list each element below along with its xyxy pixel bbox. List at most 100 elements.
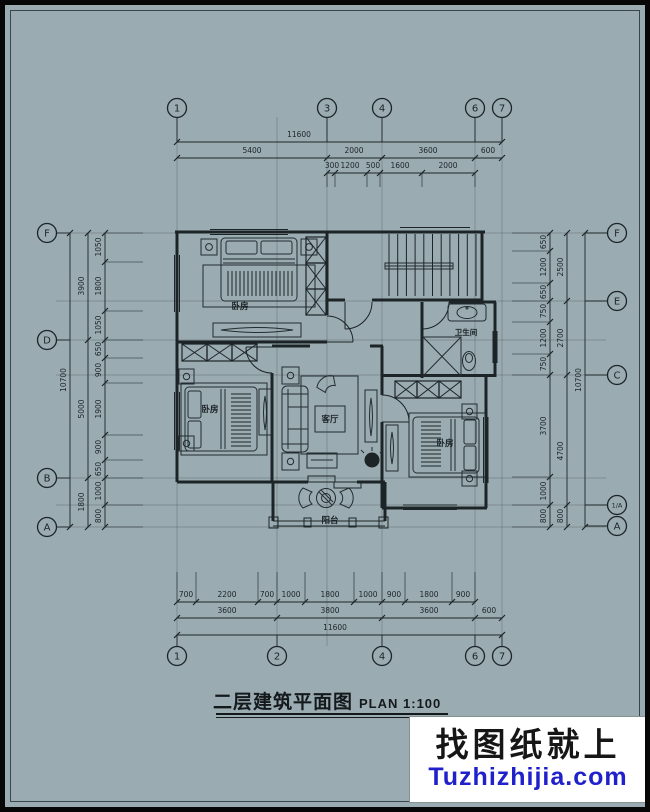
dim-text: 1200 — [539, 257, 548, 276]
window-left-bedroom1 — [174, 255, 180, 312]
grid-bubble-label: F — [44, 229, 50, 240]
closet-cross — [305, 288, 327, 316]
sofa — [281, 385, 309, 453]
dim-tick — [498, 614, 506, 622]
dim-text: 600 — [481, 146, 496, 155]
sink-counter — [447, 303, 487, 322]
window-bathroom — [492, 331, 498, 363]
grid-bubble — [464, 645, 486, 667]
dim-text: 900 — [387, 590, 402, 599]
balcony-chair — [339, 487, 354, 509]
window-top-stair — [400, 227, 470, 232]
dim-tick — [173, 614, 181, 622]
grid-bubble-label: 4 — [379, 652, 385, 663]
grid-bubble — [36, 329, 58, 351]
grid-bubble — [371, 97, 393, 119]
closet-cross — [438, 380, 462, 399]
grid-bubble-label: 6 — [472, 652, 478, 663]
grid-bubble — [606, 515, 628, 537]
grid-bubble — [606, 222, 628, 244]
windows-and-doors — [174, 227, 498, 529]
window-top-bedroom1 — [210, 229, 288, 235]
grid-bubble-label: A — [614, 522, 621, 533]
sliding-door-panel — [333, 481, 362, 489]
dim-text: 2700 — [556, 328, 565, 347]
dim-text: 900 — [456, 590, 471, 599]
title-underline — [216, 713, 448, 715]
dim-tick — [563, 523, 571, 531]
closet-cross — [394, 380, 418, 399]
walls — [175, 230, 497, 521]
grid-bubble — [464, 97, 486, 119]
dim-text: 1800 — [320, 590, 339, 599]
dim-text: 10700 — [574, 368, 583, 392]
dim-text: 650 — [539, 235, 548, 250]
dim-text: 800 — [556, 509, 565, 524]
dim-text: 500 — [366, 161, 381, 170]
dim-tick — [378, 614, 386, 622]
window-bottom-bedroom3 — [403, 504, 457, 510]
dim-text: 1200 — [340, 161, 359, 170]
dim-text: 3900 — [77, 276, 86, 295]
dim-text: 1050 — [94, 315, 103, 334]
balcony-table — [316, 488, 336, 508]
floor-plan-drawing: 1160054002000360060030012005001600200070… — [36, 97, 628, 667]
sliding-door-panel — [307, 475, 336, 483]
tv-cabinet-bedroom2 — [258, 388, 272, 436]
bed-double-bedroom2 — [180, 382, 268, 456]
dim-text: 3600 — [217, 606, 236, 615]
grid-bubble — [316, 97, 338, 119]
dim-text: 900 — [94, 363, 103, 378]
dim-tick — [273, 614, 281, 622]
dim-text: 11600 — [287, 130, 311, 139]
watermark-site-link[interactable]: Tuzhizhijia.com — [428, 763, 628, 792]
nightstand — [178, 368, 195, 452]
dim-text: 10700 — [59, 368, 68, 392]
tv-cabinet-bedroom1 — [212, 322, 302, 338]
dim-tick — [84, 523, 92, 531]
dim-text: 4700 — [556, 441, 565, 460]
dim-text: 2500 — [556, 257, 565, 276]
dim-text: 1800 — [77, 492, 86, 511]
dim-tick — [378, 154, 386, 162]
grid-bubble — [166, 645, 188, 667]
grid-bubble-label: 1 — [174, 652, 180, 663]
dim-tick — [471, 154, 479, 162]
door-bathroom — [421, 301, 450, 330]
dim-tick — [471, 614, 479, 622]
dim-text: 3700 — [539, 416, 548, 435]
closet-cross — [305, 236, 327, 264]
closet-cross — [206, 343, 233, 362]
grid-bubble — [371, 645, 393, 667]
closet-cell — [438, 380, 462, 399]
dim-tick — [563, 297, 571, 305]
dim-text: 1000 — [281, 590, 300, 599]
balcony-post — [348, 517, 357, 528]
room-label-bedroom3: 卧房 — [436, 438, 453, 448]
potted-plant — [360, 447, 384, 468]
closet-cross — [231, 343, 258, 362]
closet-cross — [181, 343, 208, 362]
grid-bubble-label: 7 — [499, 104, 505, 115]
room-label-bedroom1: 卧房 — [231, 301, 248, 311]
tv-cabinet-bedroom3 — [385, 424, 399, 472]
grid-bubble-label: D — [43, 336, 51, 347]
grid-bubble-label: 1 — [174, 104, 180, 115]
grid-bubble-label: 2 — [274, 652, 280, 663]
dim-tick — [84, 474, 92, 482]
footstool — [306, 452, 338, 469]
stair-handrail — [384, 262, 454, 270]
dim-tick — [563, 229, 571, 237]
grid-bubble — [606, 290, 628, 312]
dim-tick — [563, 371, 571, 379]
side-table — [281, 366, 300, 471]
balcony-chair — [298, 487, 313, 509]
dim-text: 11600 — [323, 623, 347, 632]
dim-text: 1050 — [94, 237, 103, 256]
room-label-bedroom2: 卧房 — [201, 404, 218, 414]
nightstand — [461, 403, 478, 487]
grid-bubble — [36, 516, 58, 538]
